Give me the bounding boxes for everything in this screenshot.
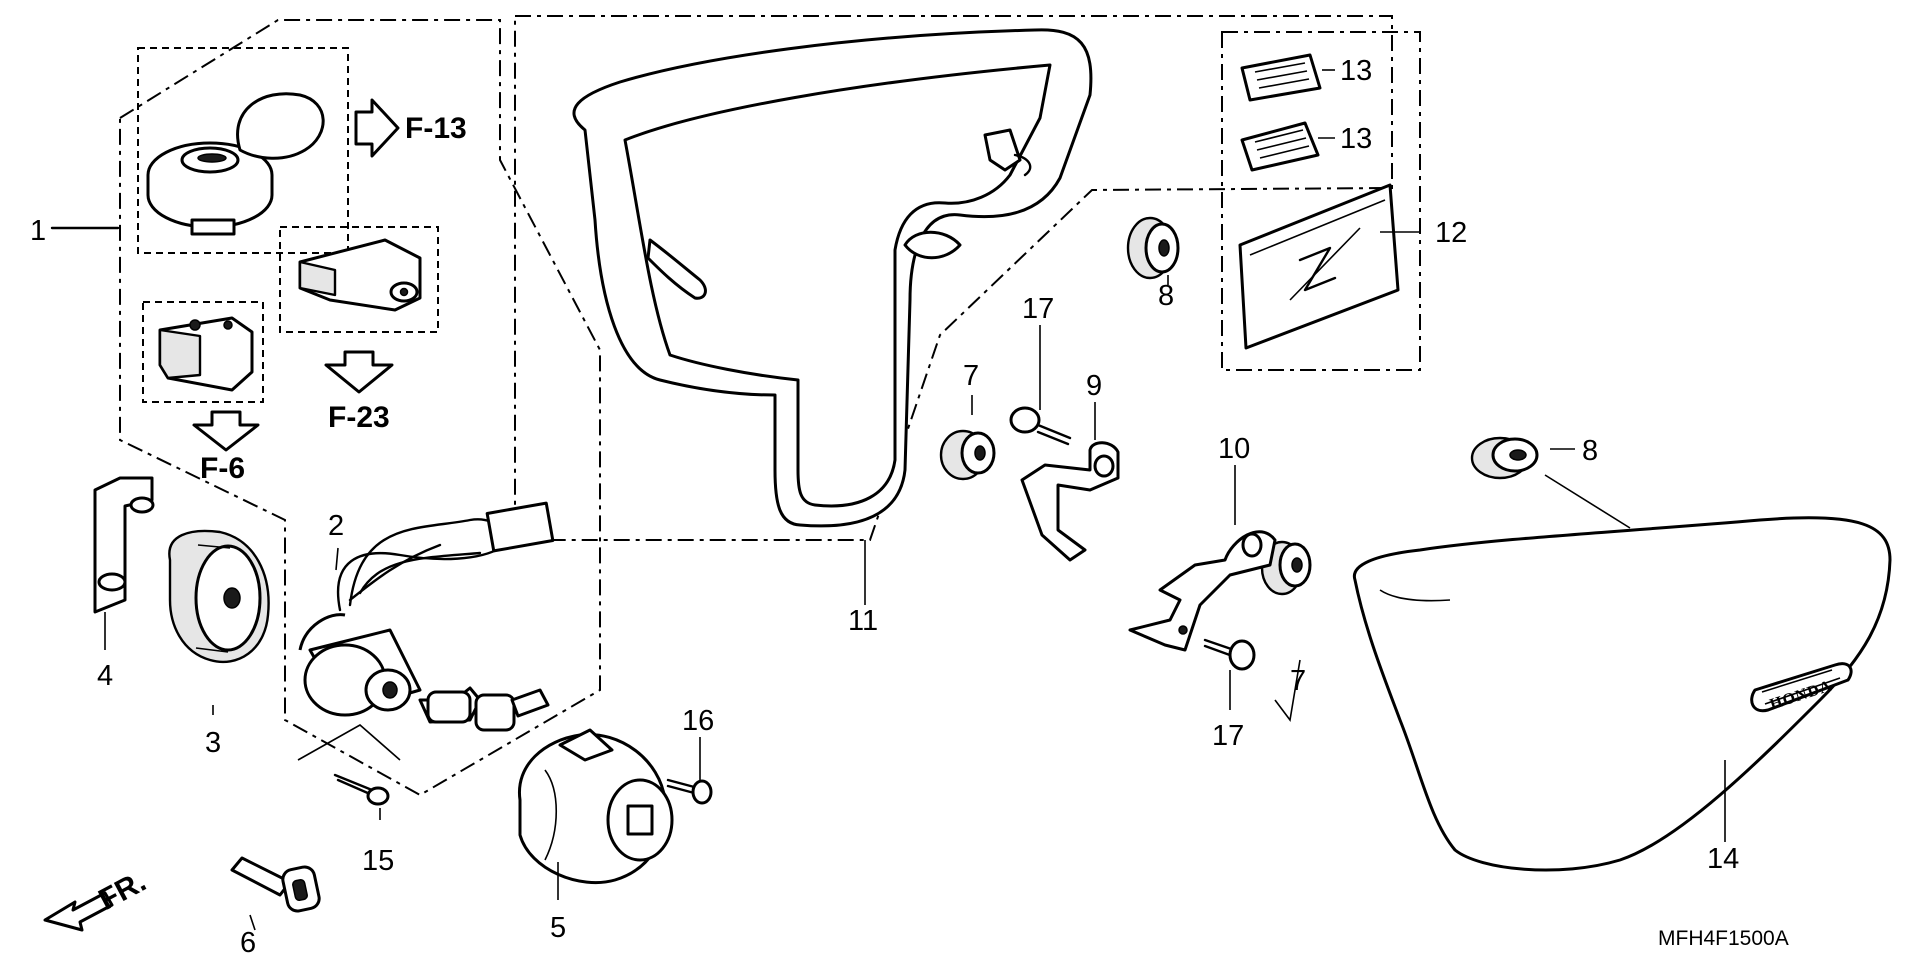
part-emblem-13-bottom	[1240, 121, 1320, 172]
callout-3: 3	[205, 727, 221, 759]
callout-17-upper: 17	[1022, 293, 1054, 325]
callout-13-bottom: 13	[1340, 123, 1372, 155]
fuel-cap-lid	[146, 92, 325, 236]
front-arrow-icon	[43, 891, 114, 932]
part-bracket-4	[93, 476, 155, 614]
ref-f13-label: F-13	[405, 112, 467, 145]
callout-4: 4	[97, 660, 113, 692]
leader-lines	[104, 69, 1726, 931]
callout-13-top: 13	[1340, 55, 1372, 87]
part-side-cover-11	[572, 28, 1093, 528]
ref-arrow-f23: F-23	[324, 350, 394, 434]
callout-11: 11	[848, 605, 878, 637]
down-arrow-icon	[192, 410, 260, 452]
part-switch-body-3	[168, 529, 270, 663]
part-bolt-16	[666, 778, 713, 805]
callout-9: 9	[1086, 370, 1102, 402]
callout-7-right: 7	[1290, 665, 1306, 697]
callout-8-right: 8	[1582, 435, 1598, 467]
emblem-group-outline	[1221, 31, 1421, 371]
callout-17-lower: 17	[1212, 720, 1244, 752]
clip-subgroup-outline	[142, 301, 264, 403]
key-pair	[418, 686, 550, 732]
callout-12: 12	[1435, 217, 1467, 249]
lock-cover	[298, 238, 422, 312]
part-key-6	[230, 856, 321, 913]
part-ignition-switch-2	[298, 501, 555, 717]
callout-14: 14	[1707, 843, 1739, 875]
right-arrow-icon	[354, 98, 400, 158]
callout-6: 6	[240, 927, 256, 959]
ignition-group-outline	[119, 19, 601, 797]
callout-2: 2	[328, 510, 344, 542]
part-grommet-8-top	[1126, 216, 1180, 280]
cover-subgroup-outline	[279, 226, 439, 333]
cap-subgroup-outline	[137, 47, 349, 254]
callout-7-left: 7	[963, 360, 979, 392]
callout-labels: 1 2 3 4 5 6 7 7 8 8 9 10 11 12 13 13 14 …	[30, 55, 1739, 959]
lock-clip	[158, 316, 254, 392]
front-direction-marker: FR.	[43, 865, 152, 932]
callout-8-top: 8	[1158, 280, 1174, 312]
part-screw-15	[333, 773, 390, 806]
callout-1: 1	[30, 215, 46, 247]
part-grommet-8-right	[1470, 436, 1539, 480]
part-bracket-10	[1128, 530, 1277, 652]
part-grommet-7-left	[939, 429, 996, 481]
ref-f23-label: F-23	[328, 401, 390, 434]
ref-arrow-f6: F-6	[192, 410, 260, 485]
part-bracket-9	[1020, 441, 1120, 562]
part-side-cover-14: HONDA	[1352, 516, 1892, 872]
callout-15: 15	[362, 845, 394, 877]
diagram-code: MFH4F1500A	[1658, 927, 1789, 950]
callout-10: 10	[1218, 433, 1250, 465]
ref-f6-label: F-6	[200, 452, 245, 485]
part-decal-12	[1238, 183, 1400, 350]
callout-5: 5	[550, 912, 566, 944]
part-bolt-17-upper	[1009, 406, 1072, 446]
part-emblem-13-top	[1240, 53, 1322, 102]
part-bolt-17-lower	[1203, 638, 1256, 671]
side-cover-group-outline	[514, 15, 1393, 541]
part-lock-housing-5	[517, 728, 674, 885]
callout-16: 16	[682, 705, 714, 737]
ref-arrow-f13: F-13	[354, 98, 467, 158]
assembly-outlines	[119, 15, 1421, 797]
down-arrow-icon	[324, 350, 394, 394]
